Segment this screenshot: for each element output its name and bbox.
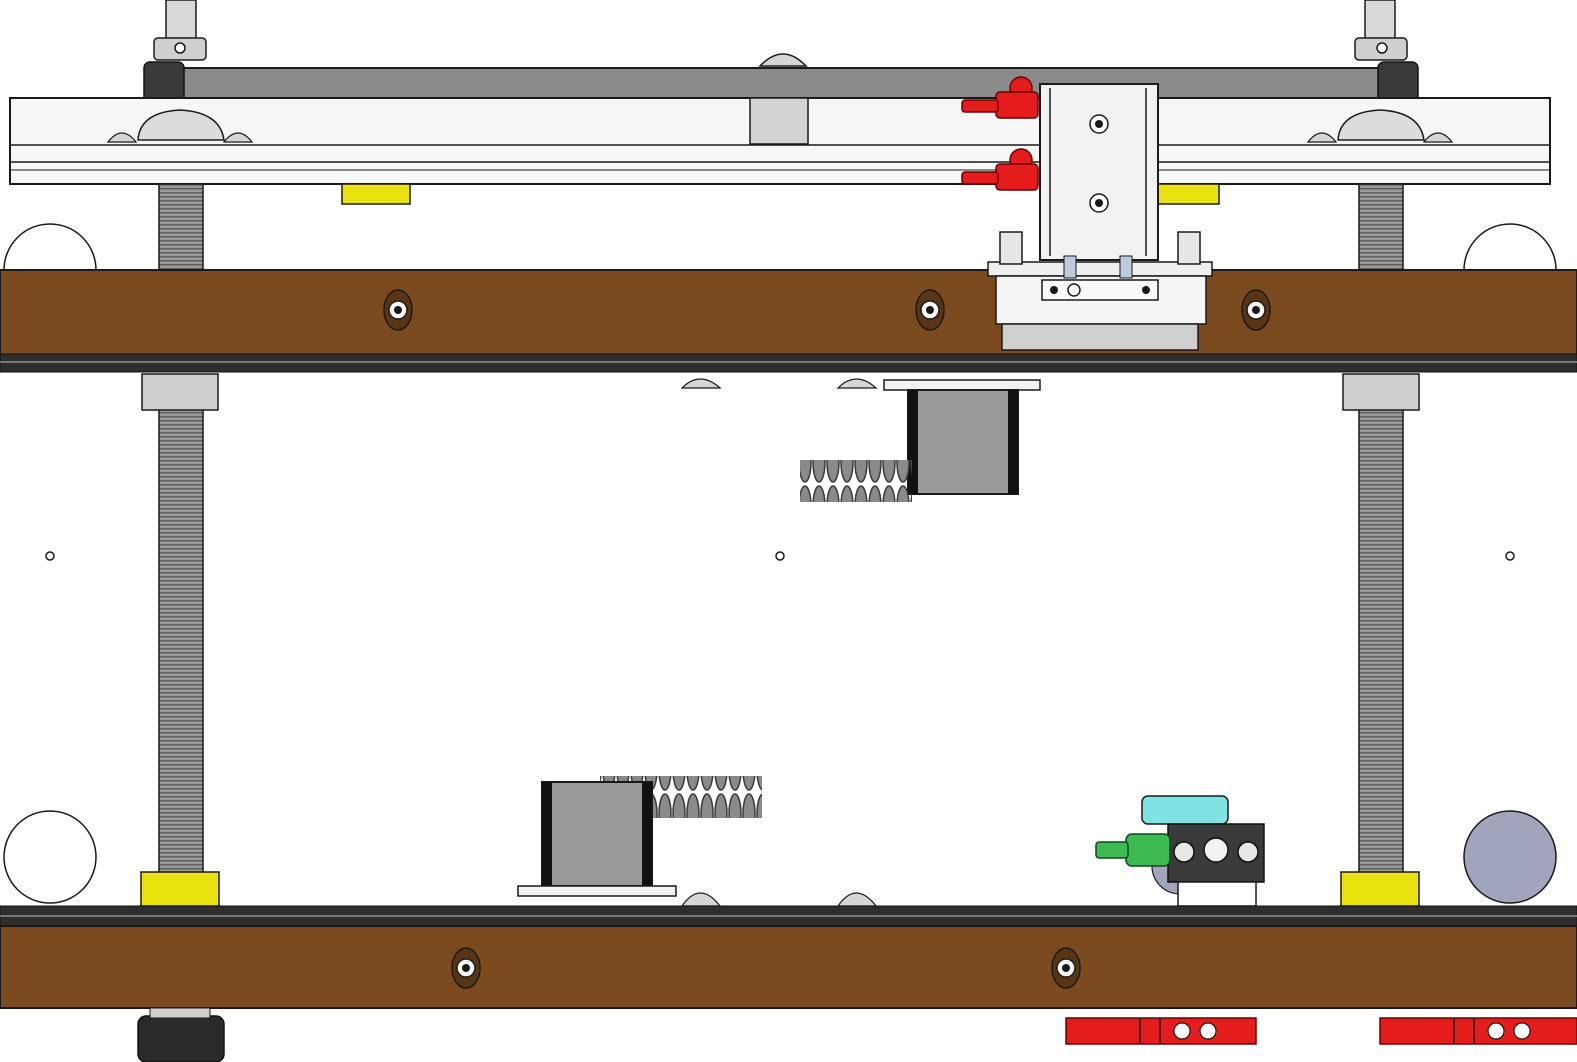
red-elbow-fitting-icon [961,76,1039,119]
valve-assembly [1095,795,1265,907]
yellow-nut-left [140,871,220,907]
yellow-pad-right [1154,183,1220,205]
bottom-foot-left [137,1015,225,1062]
left-base-bolt-icon [106,132,138,143]
disc-top-left [3,223,97,271]
right-base-bolt-icon [1306,132,1338,143]
rod-collar-left [141,373,219,411]
timing-belt [145,67,1417,99]
marker-dot [1505,551,1515,561]
carriage-block [987,83,1213,351]
cyan-sensor [1141,795,1229,825]
beam-screw-icon [1051,947,1081,989]
disc-bottom-right [1463,810,1557,904]
belt-spacer [749,97,809,145]
threaded-rod-left-upper [158,183,204,273]
pneumatic-fittings-red [961,76,1039,191]
belt-idler-bolt-icon [758,53,808,67]
threaded-rods [140,183,1420,907]
valve-port-icon [1173,841,1195,863]
marker-dot [775,551,785,561]
yellow-nut-right [1340,871,1420,907]
bottom-feet [137,1007,1577,1062]
green-fitting-icon [1095,833,1171,867]
top-left-post [165,0,197,41]
motor-mount-bolt-icon [680,892,722,907]
beam-screw-icon [383,289,413,331]
threaded-rod-left [158,407,204,875]
red-clamp-icon [1065,1017,1257,1045]
threaded-rod-right-upper [1358,183,1404,273]
spring-upper [800,460,912,502]
marker-dot [45,551,55,561]
disc-bottom-left [3,810,97,904]
red-elbow-fitting-icon [961,148,1039,191]
lower-wood-beam [0,905,1577,1009]
left-pulley-base [137,109,225,141]
motor-mount-bolt-icon [680,378,722,389]
cap-screw-right [1177,231,1201,265]
right-base-bolt-icon-2 [1422,132,1454,143]
yellow-pad-left [341,183,411,205]
right-pulley-base [1337,109,1425,141]
rod-collar-right [1342,373,1420,411]
beam-screw-icon [915,289,945,331]
threaded-rod-right [1358,407,1404,875]
valve-port-icon [1237,841,1259,863]
cap-screw-left [999,231,1023,265]
upper-wood-beam [0,269,1577,373]
beam-screw-icon [451,947,481,989]
motor-mount-bolt-icon [836,378,878,389]
red-clamp-icon [1379,1017,1577,1045]
motor-mount-bolt-icon [836,892,878,907]
stepper-motor-lower [517,776,878,907]
corner-discs [3,223,1557,904]
top-rail-assembly [9,0,1551,205]
left-pulley-screw-icon [174,42,186,54]
left-base-bolt-icon-2 [222,132,254,143]
right-pulley-screw-icon [1376,42,1388,54]
top-right-post [1364,0,1396,41]
beam-screw-icon [1241,289,1271,331]
valve-port-icon [1203,837,1229,863]
disc-top-right [1463,223,1557,271]
stepper-motor-upper [680,378,1041,502]
